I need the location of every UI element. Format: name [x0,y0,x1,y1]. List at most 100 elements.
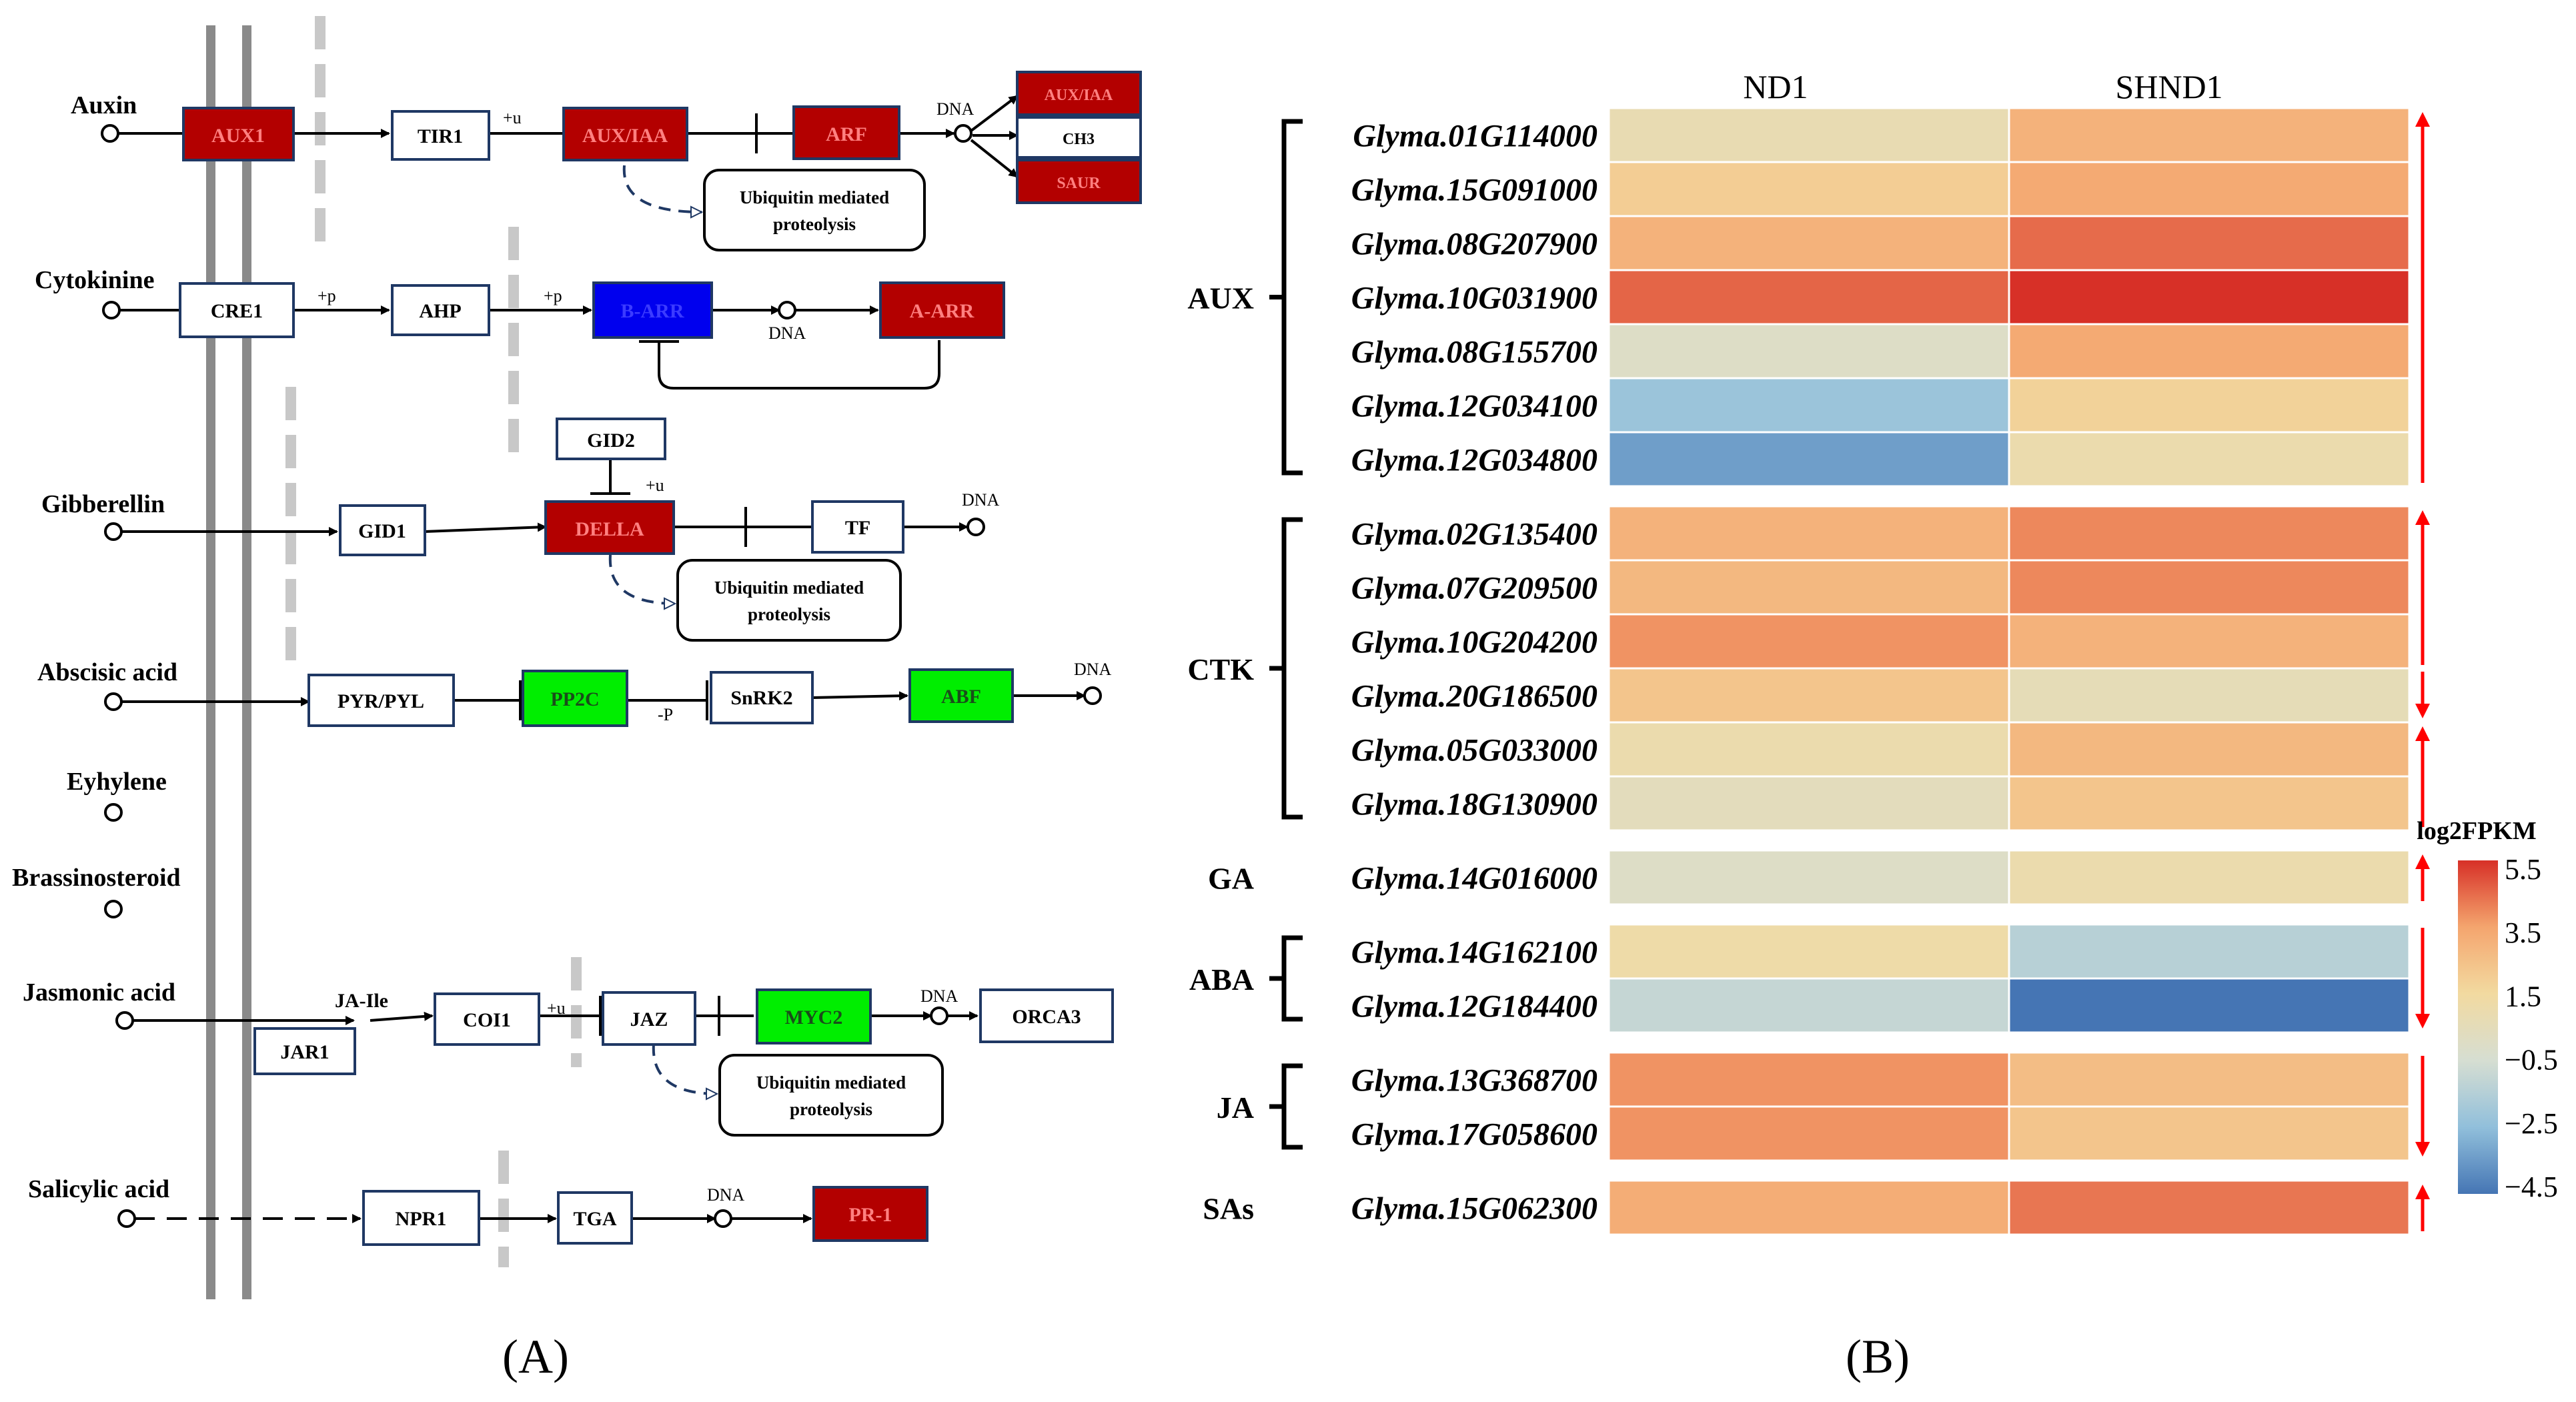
heatmap-cell [1607,775,2010,832]
heatmap-cell [1607,1105,2010,1162]
node-npr1-label: NPR1 [396,1208,447,1230]
gene-label: Glyma.08G207900 [1351,227,1597,262]
heatmap-cell [2008,431,2411,488]
heatmap-cell [2008,323,2411,380]
node-gid2: GID2 [556,418,666,460]
node-tga-label: TGA [573,1208,616,1230]
gene-label: Glyma.15G062300 [1351,1191,1597,1227]
node-barr: B-ARR [592,281,713,339]
node-myc2: MYC2 [756,988,872,1044]
node-out-auxiaa: AUX/IAA [1016,71,1142,116]
gene-label: Glyma.15G091000 [1351,173,1597,208]
group-bracket [1269,517,1303,820]
heatmap-cell [2008,1051,2411,1108]
node-della-label: DELLA [575,518,644,540]
column-header-nd1: ND1 [1743,68,1808,105]
node-tf: TF [811,500,904,554]
node-jaz: JAZ [602,991,696,1046]
hormone-ethylene: Eyhylene [67,768,167,796]
node-auxiaa: AUX/IAA [562,107,688,161]
heatmap-cell [2008,775,2411,832]
heatmap-cell [1607,215,2010,271]
dna-label: DNA [1074,660,1112,679]
node-pr1-label: PR-1 [849,1204,892,1226]
heatmap-cell [2008,849,2411,906]
pathway-edges [118,95,1086,1223]
node-aux1-label: AUX1 [211,125,265,147]
group-label-aba: ABA [1189,962,1254,996]
heatmap-cell [2008,923,2411,980]
node-orca3: ORCA3 [979,988,1114,1043]
plus-u-label: +u [503,108,522,127]
gene-label: Glyma.08G155700 [1351,335,1597,370]
hormone-auxin: Auxin [71,91,137,119]
ubiquitin-callouts: Ubiquitin mediated proteolysis Ubiquitin… [676,169,944,1137]
node-pp2c: PP2C [522,670,628,727]
heatmap-cell [1607,431,2010,488]
legend-tick-label: −4.5 [2505,1171,2558,1203]
heatmap-cell [1607,849,2010,906]
plus-u-label: +u [547,998,566,1018]
node-pp2c-label: PP2C [550,688,599,710]
group-bracket [1269,119,1303,476]
pathway-nodes: AUX1 TIR1 AUX/IAA ARF AUX/IAA CH3 [179,71,1142,1246]
heatmap-cells [1607,107,2411,1236]
heatmap-cell [1607,977,2010,1034]
heatmap-cell [2008,505,2411,562]
ubiquitin-callout-line1: Ubiquitin mediated [756,1073,906,1093]
hormone-gibberellin: Gibberellin [41,490,165,518]
plus-p-label: +p [317,286,336,305]
node-cre1-label: CRE1 [211,300,263,322]
gene-label: Glyma.13G368700 [1351,1063,1597,1099]
gene-labels: Glyma.01G114000Glyma.15G091000Glyma.08G2… [1351,119,1597,1227]
node-tf-label: TF [845,517,870,539]
heatmap-cell [2008,559,2411,616]
hormone-labels: Auxin Cytokinine Gibberellin Abscisic ac… [12,91,181,1203]
node-pyr-label: PYR/PYL [338,690,424,712]
heatmap-cell [2008,269,2411,325]
node-coi1: COI1 [434,992,540,1046]
heatmap-cell [1607,323,2010,380]
ja-ile-label: JA-Ile [335,990,388,1012]
ubiquitin-callout-line1: Ubiquitin mediated [740,187,889,207]
node-jar1-label: JAR1 [280,1041,329,1063]
node-tir1-label: TIR1 [418,125,463,147]
plus-p-label: +p [544,286,562,305]
legend-tick-label: −0.5 [2505,1044,2558,1077]
ubiquitin-connectors [608,165,717,1094]
node-myc2-label: MYC2 [785,1006,843,1028]
heatmap-cell [1607,559,2010,616]
heatmap-cell [1607,377,2010,434]
heatmap-cell [1607,721,2010,778]
node-aarr: A-ARR [879,281,1005,339]
hormone-start-circles [101,124,136,1228]
gene-label: Glyma.12G034800 [1351,443,1597,478]
heatmap-cell [2008,613,2411,670]
node-snrk2: SnRK2 [710,671,814,724]
group-label-ja: JA [1217,1091,1254,1125]
node-out-saur: SAUR [1016,159,1142,204]
heatmap-cell [2008,215,2411,271]
dna-label: DNA [768,323,806,343]
legend-title: log2FPKM [2417,817,2536,845]
gene-label: Glyma.17G058600 [1351,1117,1597,1153]
gene-label: Glyma.12G184400 [1351,989,1597,1024]
node-ahp-label: AHP [419,300,461,322]
nuclear-boundary-dashes [285,16,582,1267]
dna-label: DNA [707,1185,745,1205]
group-label-ctk: CTK [1187,652,1254,686]
heatmap-cell [2008,667,2411,724]
node-jaz-label: JAZ [630,1008,668,1030]
minus-p-label: -P [658,705,673,724]
node-out-ch3-label: CH3 [1063,131,1095,148]
heatmap-cell [1607,107,2010,163]
heatmap-cell [1607,269,2010,325]
node-out-ch3: CH3 [1016,116,1142,159]
group-bracket [1269,935,1303,1022]
node-snrk2-label: SnRK2 [730,687,792,709]
gene-label: Glyma.20G186500 [1351,679,1597,714]
heatmap-cell [1607,667,2010,724]
